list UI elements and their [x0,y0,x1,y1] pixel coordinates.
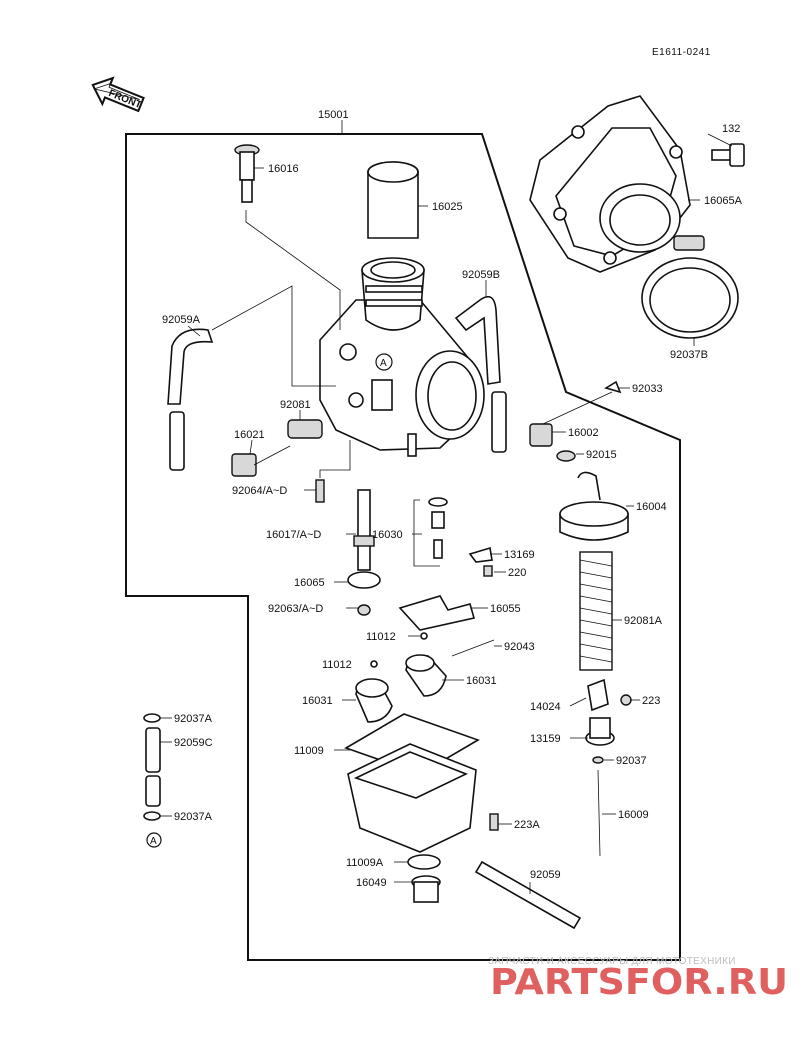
label-92015: 92015 [586,449,617,461]
reference-marker-a: A [375,353,393,371]
o-ring-11012 [420,632,428,640]
needle-jet [353,489,375,571]
label-16065a: 16065A [704,195,743,207]
cap-16002 [529,423,553,447]
label-16002: 16002 [568,427,599,439]
svg-text:A: A [150,836,157,847]
top-cap [559,471,629,541]
bracket-16055 [398,595,476,631]
jet-92063 [357,604,371,616]
label-223a: 223A [514,819,540,831]
label-92033: 92033 [632,383,663,395]
label-16030: 16030 [372,529,403,541]
label-16055: 16055 [490,603,521,615]
label-11012-lower: 11012 [322,659,352,671]
float-left [355,678,393,723]
label-11009: 11009 [294,745,324,757]
drain-plug [411,875,441,903]
label-92037a-bottom: 92037A [174,811,213,823]
label-220: 220 [508,567,526,579]
drain-hose [474,860,582,930]
hose-clamp [641,235,739,339]
label-92059: 92059 [530,869,561,881]
pilot-screw [231,419,323,477]
ring-16065 [347,571,381,589]
label-13169: 13169 [504,549,535,561]
label-16017: 16017/A~D [266,529,321,541]
ring-92015 [556,450,576,462]
watermark-brand: PARTSFOR.RU [490,962,788,1003]
vent-hose-b [454,295,501,385]
vent-hose-a [167,328,214,405]
label-92059a: 92059A [162,314,201,326]
watermark-tagline: ЗАПЧАСТИ И АКСЕССУАРЫ ДЛЯ МОТОТЕХНИКИ [488,956,736,967]
clip-13169 [468,546,493,563]
label-92081a: 92081A [624,615,663,627]
label-92037a-top: 92037A [174,713,213,725]
ring-92037 [592,756,604,764]
gasket-11009a [407,854,441,870]
plug-92064 [315,479,325,503]
label-16004: 16004 [636,501,667,513]
clip-92033 [604,380,622,394]
label-223: 223 [642,695,660,707]
label-92064: 92064/A~D [232,485,287,497]
carburetor-body [319,257,485,457]
float-right [405,654,447,697]
screw-220 [483,565,493,577]
label-16049: 16049 [356,877,387,889]
leader-lines [160,133,733,894]
bolt-132 [711,143,745,167]
label-11012-upper: 11012 [366,631,396,643]
diagram-code: E1611-0241 [652,47,711,58]
label-13159: 13159 [530,733,561,745]
jet-needle [597,769,601,857]
needle-clip-14024 [587,678,609,712]
label-16031-left: 16031 [302,695,333,707]
label-92063: 92063/A~D [268,603,323,615]
holder-13159 [585,717,615,746]
hose-92059c [145,727,161,773]
label-16021: 16021 [234,429,265,441]
pilot-jet [413,497,448,567]
label-15001: 15001 [318,109,349,121]
front-arrow-icon: FRONT [91,76,145,113]
label-16025: 16025 [432,201,463,213]
throttle-valve [367,161,419,239]
svg-text:A: A [380,358,387,369]
hose-segment-a [169,411,185,471]
hose-segment [491,391,507,453]
label-11009a: 11009A [346,857,384,869]
label-132: 132 [722,123,740,135]
float-bowl [347,743,477,853]
clamp-a-bottom [143,811,161,821]
label-14024: 14024 [530,701,561,713]
label-92059c: 92059C [174,737,213,749]
label-92043: 92043 [504,641,535,653]
screw-223 [620,694,632,706]
label-16016: 16016 [268,163,299,175]
label-92081: 92081 [280,399,311,411]
intake-holder [529,95,691,273]
label-16065: 16065 [294,577,325,589]
label-92037: 92037 [616,755,647,767]
label-92059b: 92059B [462,269,500,281]
throttle-spring [579,551,613,671]
clamp-a-top [143,713,161,723]
label-16009: 16009 [618,809,649,821]
label-16031-right: 16031 [466,675,497,687]
part-labels: 15001 16016 16025 132 16065A 92059B 9205… [162,109,743,889]
reference-marker-a-lower: A [146,832,162,848]
screw-223a [489,813,499,831]
hose-92059c-lower [145,775,161,807]
label-92037b: 92037B [670,349,708,361]
cable-adjuster [234,144,260,203]
assembly-frame [125,133,681,961]
